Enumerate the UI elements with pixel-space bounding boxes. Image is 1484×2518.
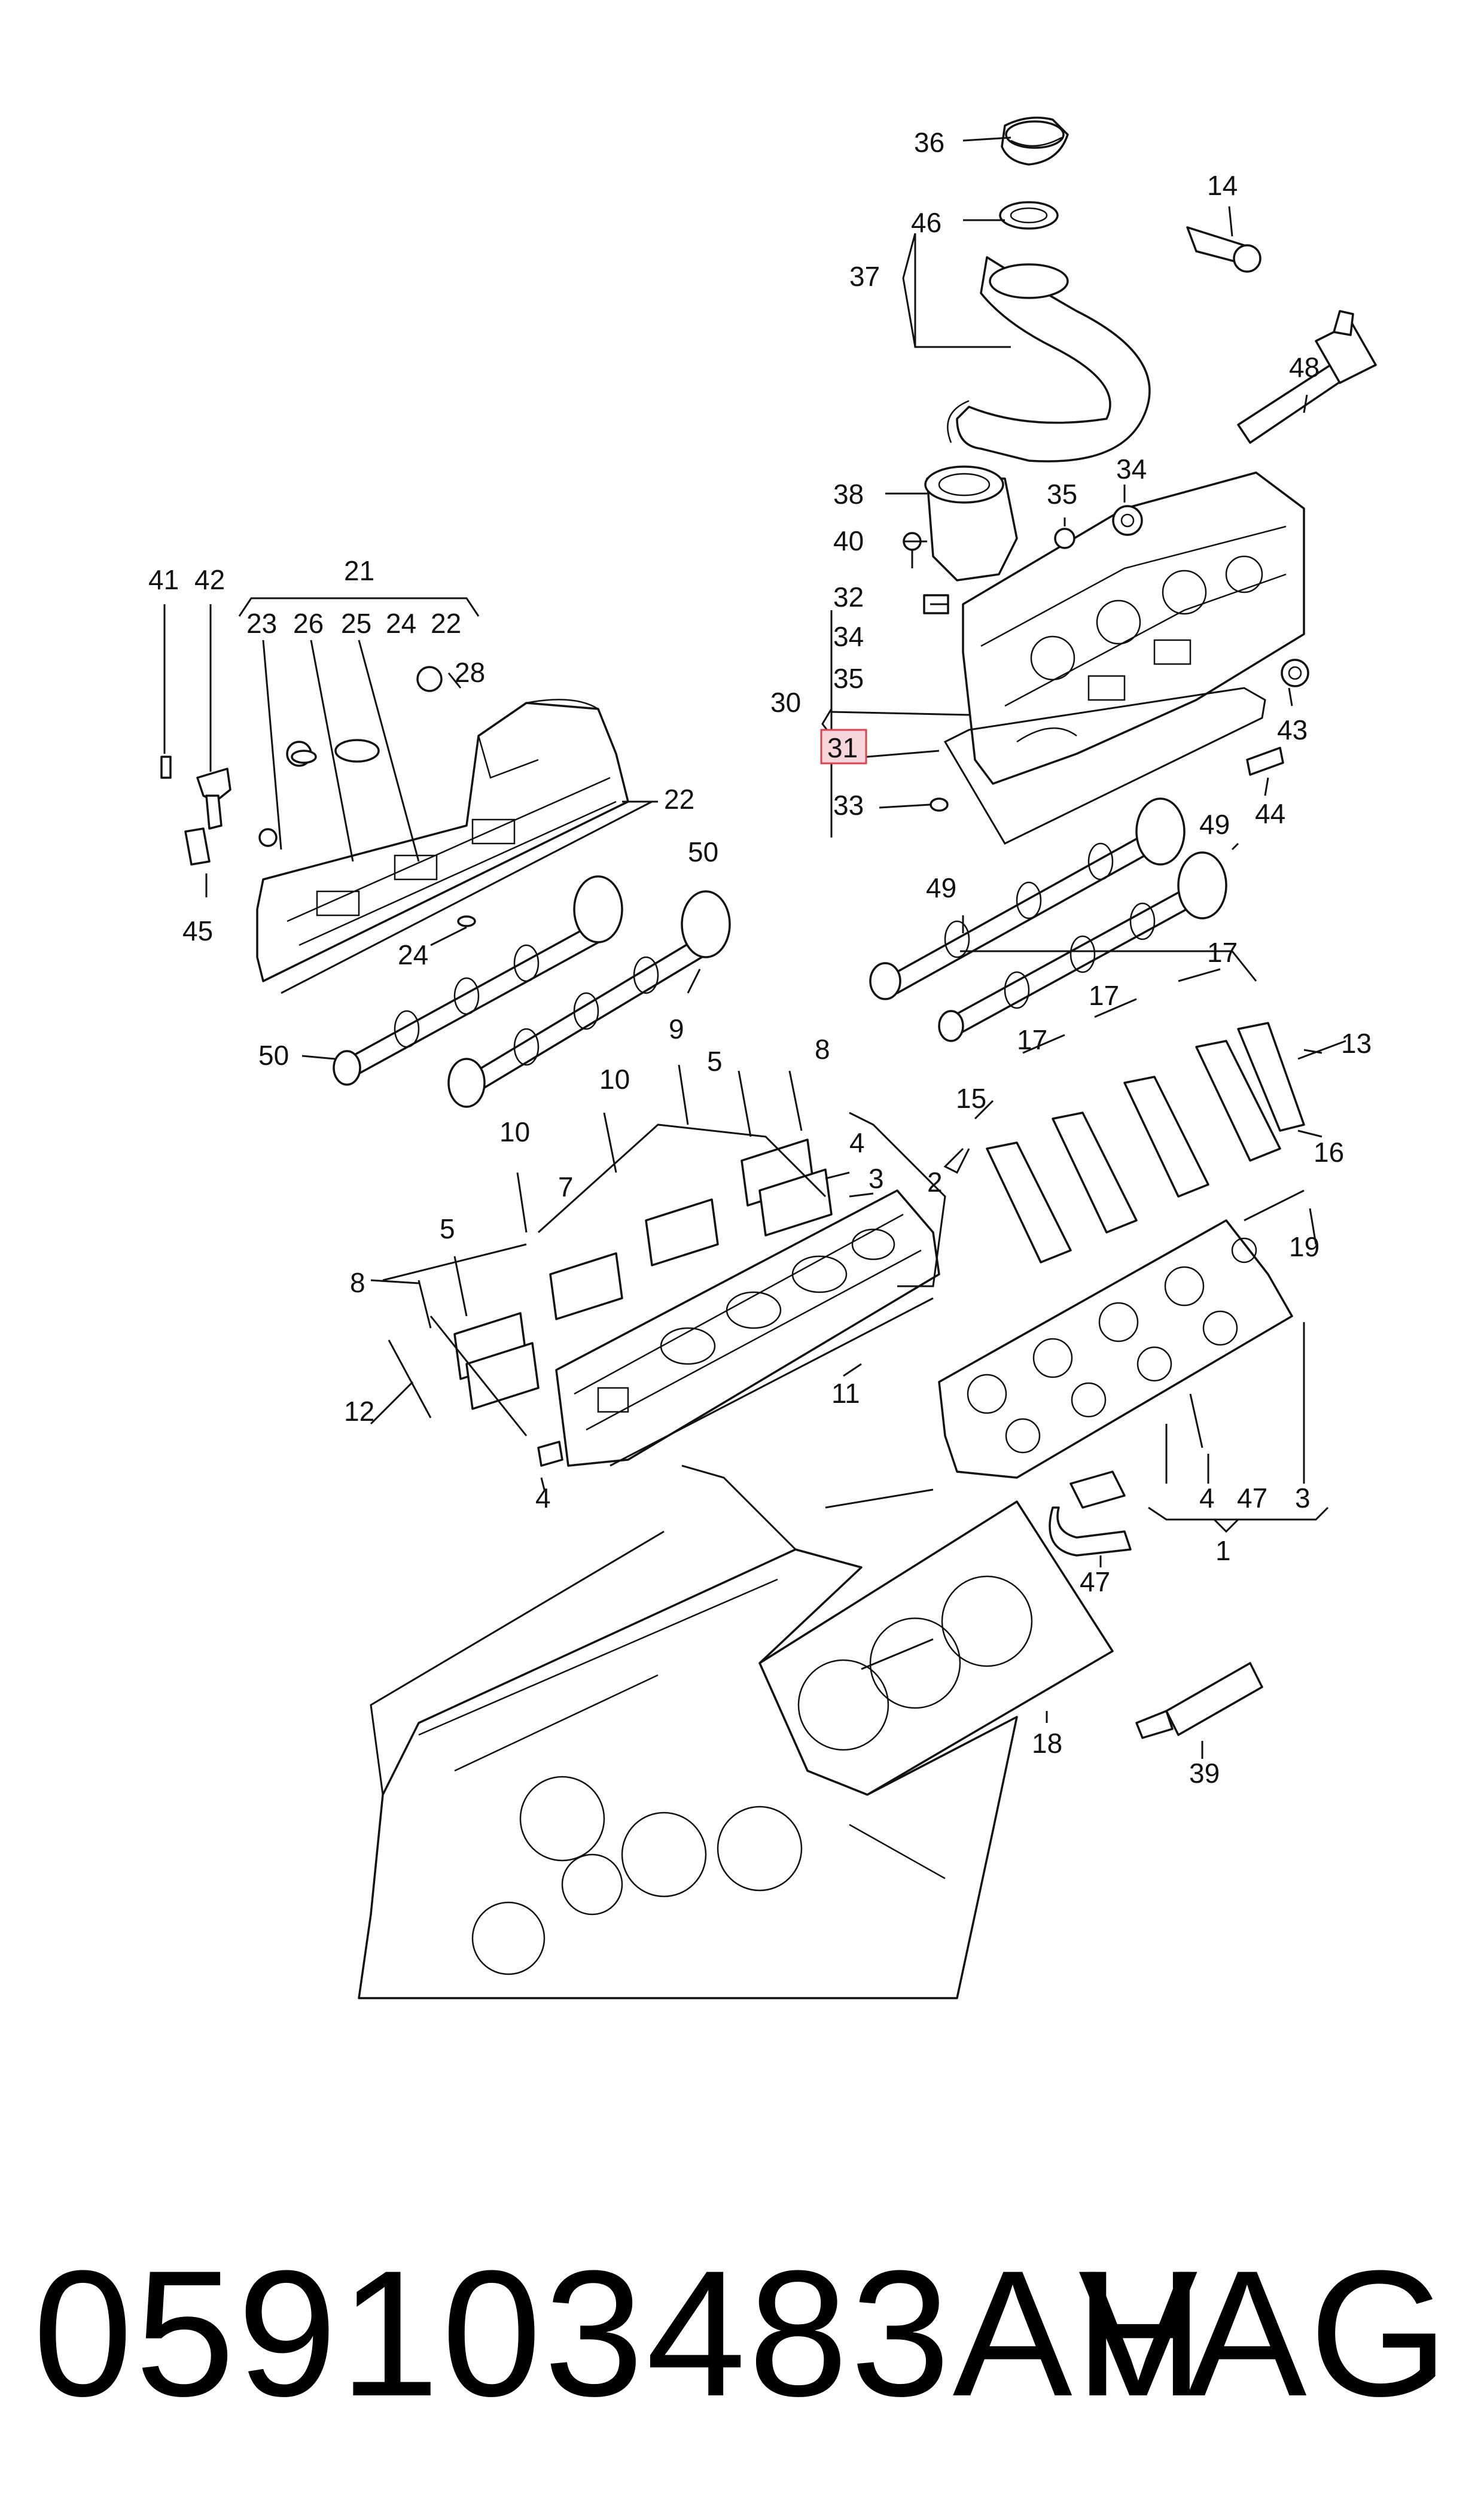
callout-10-top: 10 [599,1064,630,1095]
callout-41: 41 [148,564,179,595]
callout-49-left: 49 [926,872,956,903]
breather-neck [924,465,1018,581]
callout-9: 9 [669,1013,684,1045]
callout-45: 45 [182,915,213,946]
callout-33: 33 [833,790,864,821]
valve-cover-right [962,471,1305,785]
cap-seal-ring [999,201,1059,230]
callout-31: 31 [827,732,858,763]
exploded-parts-diagram: 36 46 37 14 48 38 35 34 40 32 34 35 30 3… [148,116,1377,1999]
callout-30: 30 [770,687,801,718]
callout-7: 7 [558,1171,574,1202]
callout-17-right: 17 [1207,937,1238,968]
bolts-and-studs [388,968,1346,1448]
callout-17-left: 17 [1017,1024,1047,1055]
callout-35-top: 35 [1047,479,1077,510]
callout-1: 1 [1215,1535,1231,1566]
camshaft-left-2 [447,890,731,1108]
callout-8-mid: 8 [350,1267,365,1298]
fuel-injector [1237,310,1377,444]
callout-34-mid: 34 [833,621,864,652]
callout-15: 15 [956,1083,986,1114]
callout-50-left: 50 [258,1040,289,1071]
small-fittings [537,1441,1132,1557]
cam-sensor-left [160,666,476,927]
callout-5-top: 5 [707,1046,723,1077]
callout-22-top: 22 [431,608,461,639]
cylinder-head-left [555,1189,940,1467]
callout-36: 36 [914,127,944,158]
callout-35-mid: 35 [833,663,864,694]
callout-40: 40 [833,525,864,556]
brand-name: VAG [1078,2233,1451,2434]
callout-23: 23 [246,608,277,639]
callout-5-mid: 5 [440,1213,455,1244]
head-gasket-strip-left [610,1297,934,1467]
highlight-box-31 [820,729,867,765]
callout-21: 21 [344,555,374,586]
callout-26: 26 [293,608,324,639]
pressure-pipe [1186,226,1261,273]
callout-39: 39 [1189,1758,1220,1789]
callout-4-top: 4 [849,1127,865,1158]
callout-2: 2 [927,1167,943,1198]
callout-46: 46 [911,207,941,238]
callout-8-top: 8 [815,1034,830,1065]
callout-4-left: 4 [535,1482,551,1514]
callout-labels: 36 46 37 14 48 38 35 34 40 32 34 35 30 3… [148,127,1372,1789]
callout-32: 32 [833,581,864,613]
callout-44: 44 [1255,798,1285,829]
callout-43: 43 [1277,714,1308,745]
callout-42: 42 [194,564,225,595]
bearing-caps-left [453,1138,833,1410]
callout-4-right: 4 [1199,1482,1215,1514]
rocker-arms-right [986,1022,1305,1263]
cylinder-head-right [938,1219,1293,1479]
callout-48: 48 [1289,352,1320,383]
callout-24-lower: 24 [398,939,428,970]
callout-17-mid: 17 [1089,980,1119,1011]
callout-19: 19 [1289,1231,1320,1262]
valve-cover-gasket-left [281,800,653,994]
callout-22-right: 22 [664,784,694,815]
callout-13: 13 [1341,1028,1372,1059]
callout-38: 38 [833,479,864,510]
callout-47-lower: 47 [1080,1566,1110,1597]
callout-16: 16 [1314,1137,1344,1168]
callout-3-top: 3 [869,1163,884,1194]
sealant-tube [1135,1662,1263,1739]
callout-49-right: 49 [1199,809,1230,840]
callout-18: 18 [1032,1728,1062,1759]
callout-50-right: 50 [688,836,718,867]
callout-14: 14 [1207,170,1238,201]
leader-lines [163,136,1329,1795]
part-number: 059103483AH [33,2233,1207,2434]
callout-11: 11 [831,1378,860,1409]
callout-28: 28 [455,657,485,688]
callout-37: 37 [849,261,880,292]
callout-12: 12 [344,1396,374,1427]
camshaft-left-1 [333,875,623,1086]
valve-cover-left [256,699,629,982]
callout-10-mid: 10 [499,1116,530,1147]
callout-3-right: 3 [1295,1482,1311,1514]
camshaft-right-2 [938,851,1227,1042]
callout-24-top: 24 [386,608,416,639]
callout-25: 25 [341,608,371,639]
callout-47-right: 47 [1237,1482,1267,1514]
camshaft-right-1 [869,797,1186,1000]
breather-hose [947,256,1151,462]
callout-34-top: 34 [1116,453,1147,485]
product-footer: 059103483AH VAG [0,2225,1484,2441]
valve-cover-gasket-right [943,687,1266,845]
oil-filler-cap [1001,116,1069,166]
